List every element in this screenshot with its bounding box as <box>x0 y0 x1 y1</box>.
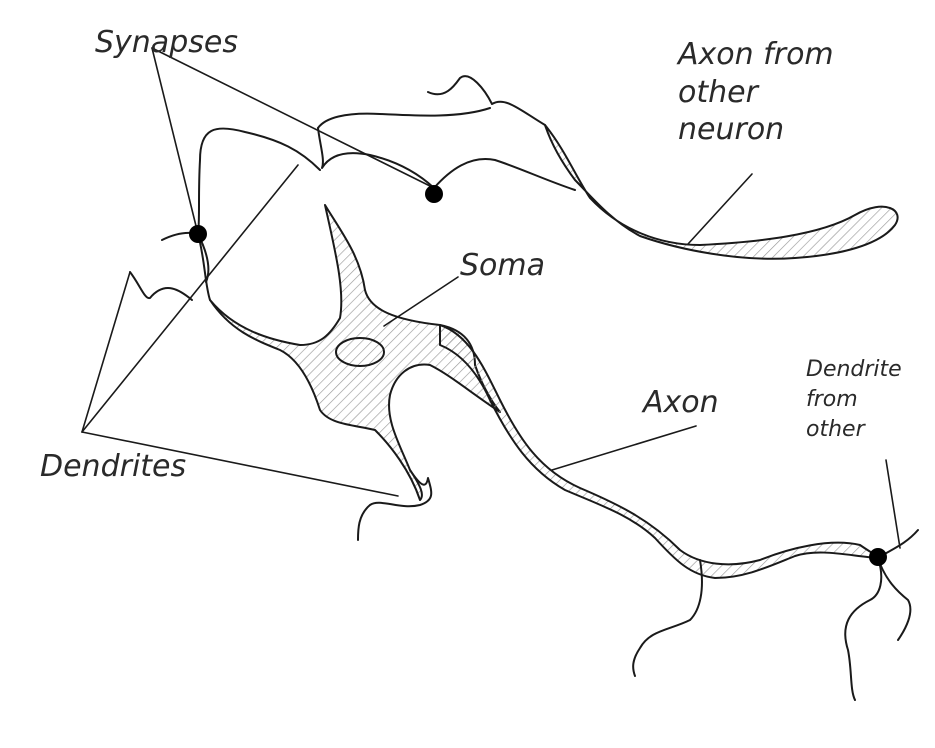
axon-label: Axon <box>643 384 719 422</box>
synapse-left <box>189 225 207 243</box>
lower-dendrite <box>358 470 431 540</box>
axon-terminal-right <box>845 558 881 700</box>
axon-from-other-neuron-line-2: other <box>678 74 834 112</box>
left-dendrite-stub <box>130 272 192 300</box>
other-neuron-branch-left <box>318 108 490 128</box>
axon-from-other-neuron-line-3: neuron <box>678 111 834 149</box>
soma-label: Soma <box>460 247 545 285</box>
dendrites-label: Dendrites <box>40 448 186 486</box>
soma-pointer <box>384 277 458 326</box>
synapses-label: Synapses <box>95 24 238 62</box>
axon-from-other-neuron-line-1: Axon from <box>678 36 834 74</box>
axon-pointer <box>552 426 696 470</box>
synapses-pointer-left <box>152 48 198 234</box>
other-dendrite-upper <box>878 558 910 640</box>
axon-from-other-neuron-label: Axon from other neuron <box>678 36 834 149</box>
dendrite-from-other-line-1: Dendrite <box>806 355 902 385</box>
axon-terminal-left <box>633 560 702 676</box>
synapse-top <box>425 185 443 203</box>
synapses-pointer-right <box>152 48 434 188</box>
dendrite-from-other-label: Dendrite from other <box>806 355 902 445</box>
dendrite-from-other-line-2: from <box>806 385 902 415</box>
dendrites-pointer-2 <box>82 165 298 432</box>
dendrite-from-other-line-3: other <box>806 415 902 445</box>
dendrites-pointer-1 <box>82 272 130 432</box>
other-neuron-branch-right <box>434 159 575 190</box>
synapse-right <box>869 548 887 566</box>
dendrite-other-pointer <box>886 460 900 548</box>
axon-other-pointer <box>688 174 752 244</box>
other-neuron-axon-upper <box>428 76 545 125</box>
